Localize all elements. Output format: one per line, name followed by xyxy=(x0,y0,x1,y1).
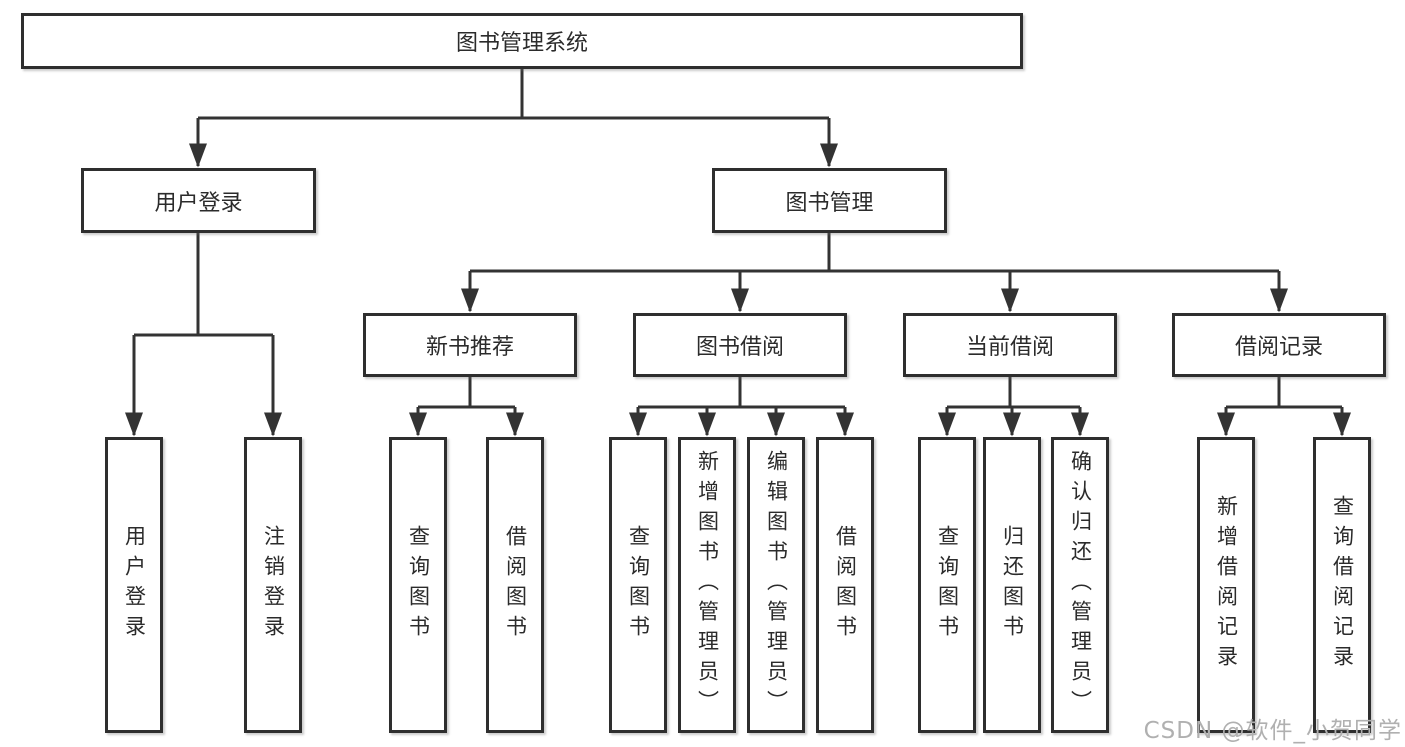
leaf-current-return-books: 归还图书 xyxy=(983,437,1041,733)
node-book-borrow-label: 图书借阅 xyxy=(695,335,784,360)
connector-borrow-branch xyxy=(638,377,845,409)
leaf-current-query-books: 查询图书 xyxy=(918,437,976,733)
node-book-management: 图书管理 xyxy=(712,168,947,233)
connector-userlogin-branch xyxy=(134,233,273,337)
node-new-book-recommend: 新书推荐 xyxy=(363,313,577,377)
node-root-system: 图书管理系统 xyxy=(21,13,1023,69)
leaf-current-return-books-label: 归还图书 xyxy=(1000,525,1025,645)
connector-records-branch xyxy=(1226,377,1342,409)
connector-root-to-level2 xyxy=(198,69,829,120)
csdn-watermark: CSDN @软件_小贺同学 xyxy=(1143,718,1402,744)
leaf-borrow-borrow-books-label: 借阅图书 xyxy=(833,525,858,645)
node-borrow-records-label: 借阅记录 xyxy=(1234,335,1323,360)
leaf-records-add-record-label: 新增借阅记录 xyxy=(1214,495,1239,675)
leaf-current-confirm-return-admin: 确认归还（管理员） xyxy=(1051,437,1109,733)
leaf-user-login: 用户登录 xyxy=(105,437,163,733)
node-book-borrow: 图书借阅 xyxy=(633,313,847,377)
leaf-borrow-edit-books-admin-label: 编辑图书（管理员） xyxy=(764,450,789,720)
leaf-borrow-add-books-admin: 新增图书（管理员） xyxy=(678,437,736,733)
leaf-current-query-books-label: 查询图书 xyxy=(935,525,960,645)
leaf-logout: 注销登录 xyxy=(244,437,302,733)
leaf-current-confirm-return-admin-label: 确认归还（管理员） xyxy=(1068,450,1093,720)
connector-current-branch xyxy=(947,377,1080,409)
leaf-borrow-query-books: 查询图书 xyxy=(609,437,667,733)
leaf-borrow-borrow-books: 借阅图书 xyxy=(816,437,874,733)
leaf-borrow-query-books-label: 查询图书 xyxy=(626,525,651,645)
node-borrow-records: 借阅记录 xyxy=(1172,313,1386,377)
leaf-records-query-record: 查询借阅记录 xyxy=(1313,437,1371,733)
connector-bookmgmt-branch xyxy=(470,233,1279,273)
leaf-logout-label: 注销登录 xyxy=(261,525,286,645)
leaf-records-query-record-label: 查询借阅记录 xyxy=(1330,495,1355,675)
node-current-borrow: 当前借阅 xyxy=(903,313,1117,377)
connector-newbook-branch xyxy=(418,377,515,409)
node-current-borrow-label: 当前借阅 xyxy=(965,335,1054,360)
leaf-user-login-label: 用户登录 xyxy=(122,525,147,645)
leaf-borrow-add-books-admin-label: 新增图书（管理员） xyxy=(695,450,720,720)
leaf-records-add-record: 新增借阅记录 xyxy=(1197,437,1255,733)
node-root-label: 图书管理系统 xyxy=(455,31,588,56)
node-new-book-recommend-label: 新书推荐 xyxy=(425,335,514,360)
node-book-management-label: 图书管理 xyxy=(785,190,874,216)
leaf-newbook-borrow-books: 借阅图书 xyxy=(486,437,544,733)
leaf-newbook-borrow-books-label: 借阅图书 xyxy=(503,525,528,645)
leaf-newbook-query-books-label: 查询图书 xyxy=(406,525,431,645)
leaf-newbook-query-books: 查询图书 xyxy=(389,437,447,733)
node-user-login-label: 用户登录 xyxy=(154,190,243,216)
node-user-login: 用户登录 xyxy=(81,168,316,233)
leaf-borrow-edit-books-admin: 编辑图书（管理员） xyxy=(747,437,805,733)
